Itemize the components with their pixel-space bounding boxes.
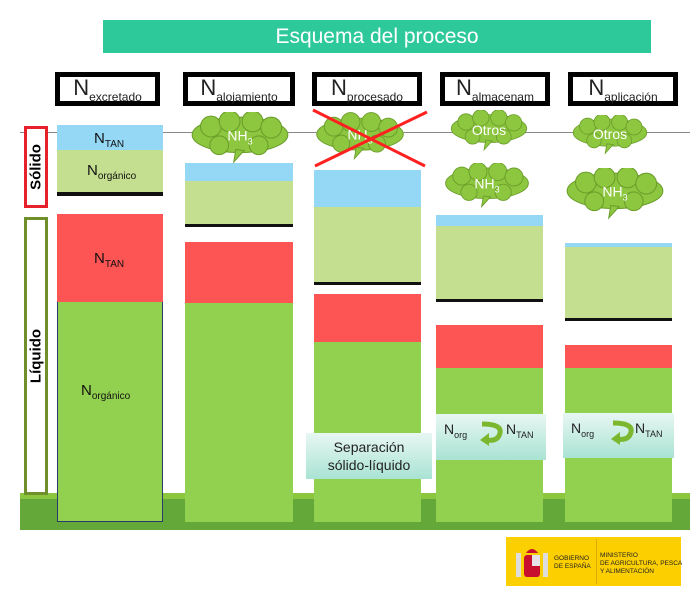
norg-solid [57, 150, 163, 192]
logo-divider [596, 539, 597, 584]
ntan-liquid [565, 345, 672, 368]
ntan-solid [436, 215, 543, 226]
otros-cloud-icon: Otros [448, 110, 530, 152]
ntan-liquid [314, 294, 421, 342]
ntan-solid [185, 163, 293, 181]
norg-solid [436, 226, 543, 299]
norg-liquid [185, 303, 293, 522]
ntan-solid [57, 125, 163, 150]
separation-box: Separación sólido-líquido [306, 433, 432, 479]
otros-label: Otros [592, 126, 628, 143]
curved-arrow-icon [611, 420, 634, 445]
norg-solid [565, 247, 672, 318]
curved-arrow-icon [480, 421, 503, 446]
ntan-label: NTAN [94, 130, 125, 150]
ntan-liquid [57, 214, 163, 302]
conversion-box-aplicacion: Norg NTAN [563, 413, 674, 458]
norg-label: Norg [571, 420, 595, 439]
nh3-cloud-icon: NH3 [557, 168, 673, 220]
solid-phase-frame: Sólido [24, 126, 48, 208]
conversion-box-almacenamiento: Norg NTAN [436, 414, 546, 460]
ntan-label: NTAN [506, 421, 534, 440]
solid-base-line [314, 282, 421, 285]
norg-label: Norgánico [87, 162, 137, 182]
otros-cloud-icon: Otros [569, 115, 651, 155]
solid-phase-label: Sólido [27, 144, 45, 190]
norg-label: Norg [444, 421, 468, 440]
ntan-liquid [436, 325, 543, 368]
cross-out-icon [312, 108, 428, 168]
separation-line1: Separación [333, 439, 405, 455]
norg-solid [314, 207, 421, 282]
liquid-phase-label: Líquido [27, 328, 45, 384]
solid-base-line [436, 299, 543, 302]
nh3-label: NH3 [474, 175, 500, 195]
solid-base-line [185, 224, 293, 227]
ntan-liquid [185, 242, 293, 303]
nh3-cloud-icon: NH3 [188, 112, 292, 164]
nh3-cloud-icon: NH3 [442, 163, 532, 209]
nh3-label: NH3 [227, 127, 253, 147]
solid-base-line [565, 318, 672, 321]
stage-label-aplicacion: Naplicación [568, 72, 678, 106]
norg-liquid-label: Norgánico [81, 382, 131, 402]
liquid-phase-frame: Líquido [24, 217, 48, 495]
solid-base-line [57, 192, 163, 196]
stage-label-almacenamiento: Nalmacenam [440, 72, 550, 106]
ntan-solid [565, 243, 672, 247]
stage-label-alojamiento: Nalojamiento [183, 72, 295, 106]
norg-solid [185, 181, 293, 224]
ntan-label: NTAN [635, 420, 663, 439]
separation-line2: sólido-líquido [327, 457, 411, 473]
ntan-solid [314, 170, 421, 207]
otros-label: Otros [471, 122, 507, 139]
diagram-title: Esquema del proceso [103, 20, 651, 53]
coat-of-arms-icon [516, 549, 548, 577]
nh3-label: NH3 [602, 183, 628, 203]
column-excretado: NTAN Norgánico NTAN Norgánico [57, 0, 163, 594]
stage-label-procesado: Nprocesado [312, 72, 422, 106]
stage-label-excretado: Nexcretado [55, 72, 160, 106]
norg-liquid [314, 342, 421, 522]
norg-liquid [57, 302, 163, 522]
ntan-liquid-label: NTAN [94, 250, 125, 270]
